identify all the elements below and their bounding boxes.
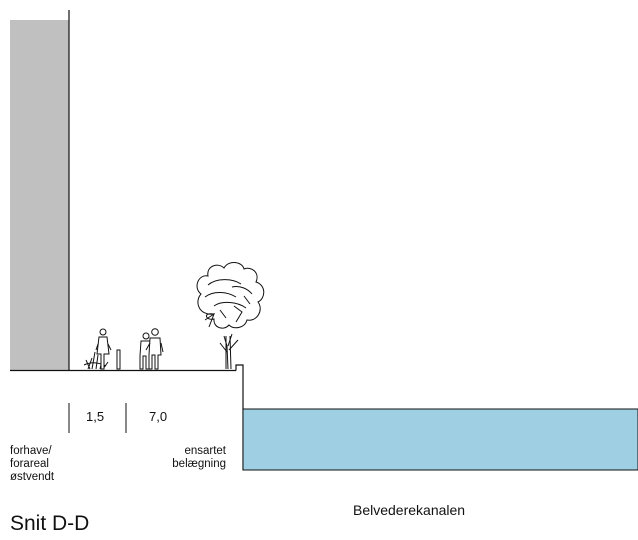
building-wall-icon bbox=[10, 20, 69, 370]
front-area-line: forhave/ bbox=[10, 445, 52, 457]
person-figure-icon bbox=[95, 328, 112, 370]
front-area-label: forhave/ forareal østvendt bbox=[10, 445, 54, 485]
quay-edge bbox=[235, 364, 244, 470]
section-title: Snit D-D bbox=[10, 512, 90, 535]
paving-line: ensartet bbox=[184, 445, 226, 457]
paving-label: ensartet belægning bbox=[152, 445, 226, 471]
front-area-line: forareal bbox=[10, 458, 49, 471]
dimension-paving: 7,0 bbox=[149, 409, 168, 424]
canal-water-icon bbox=[242, 408, 638, 471]
tree-icon bbox=[196, 262, 265, 370]
canal-label: Belvederekanalen bbox=[353, 502, 466, 518]
dimension-sidewalk: 1,5 bbox=[86, 409, 105, 424]
couple-figure-icon bbox=[139, 328, 164, 370]
front-area-line: østvendt bbox=[10, 471, 55, 484]
bollard-icon bbox=[116, 349, 121, 370]
paving-line: belægning bbox=[172, 458, 226, 471]
